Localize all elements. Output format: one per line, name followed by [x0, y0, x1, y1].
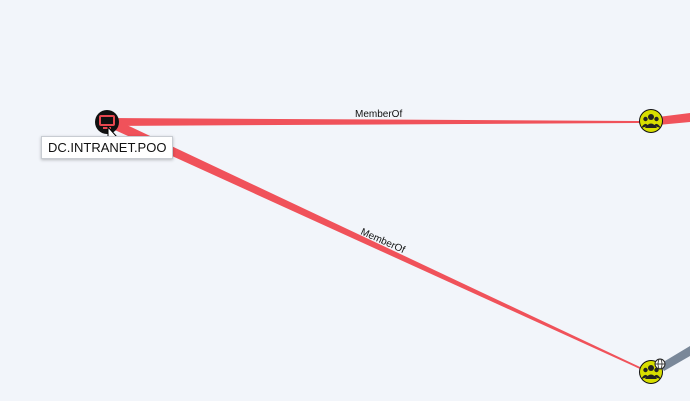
group-icon [641, 365, 661, 379]
edge-offscreen-bottom[interactable] [660, 346, 690, 371]
group-node-bottom[interactable] [639, 358, 666, 384]
edge-memberof-top[interactable] [110, 118, 640, 126]
computer-node-dc[interactable] [95, 110, 119, 134]
edge-memberof-bottom[interactable] [106, 118, 640, 369]
group-node-top[interactable] [639, 109, 663, 133]
edge-label-top: MemberOf [355, 109, 402, 120]
computer-icon [99, 115, 115, 129]
group-icon [641, 114, 661, 128]
edge-offscreen-top[interactable] [658, 113, 690, 125]
globe-icon [654, 358, 666, 370]
node-label-dc: DC.INTRANET.POO [41, 136, 174, 159]
